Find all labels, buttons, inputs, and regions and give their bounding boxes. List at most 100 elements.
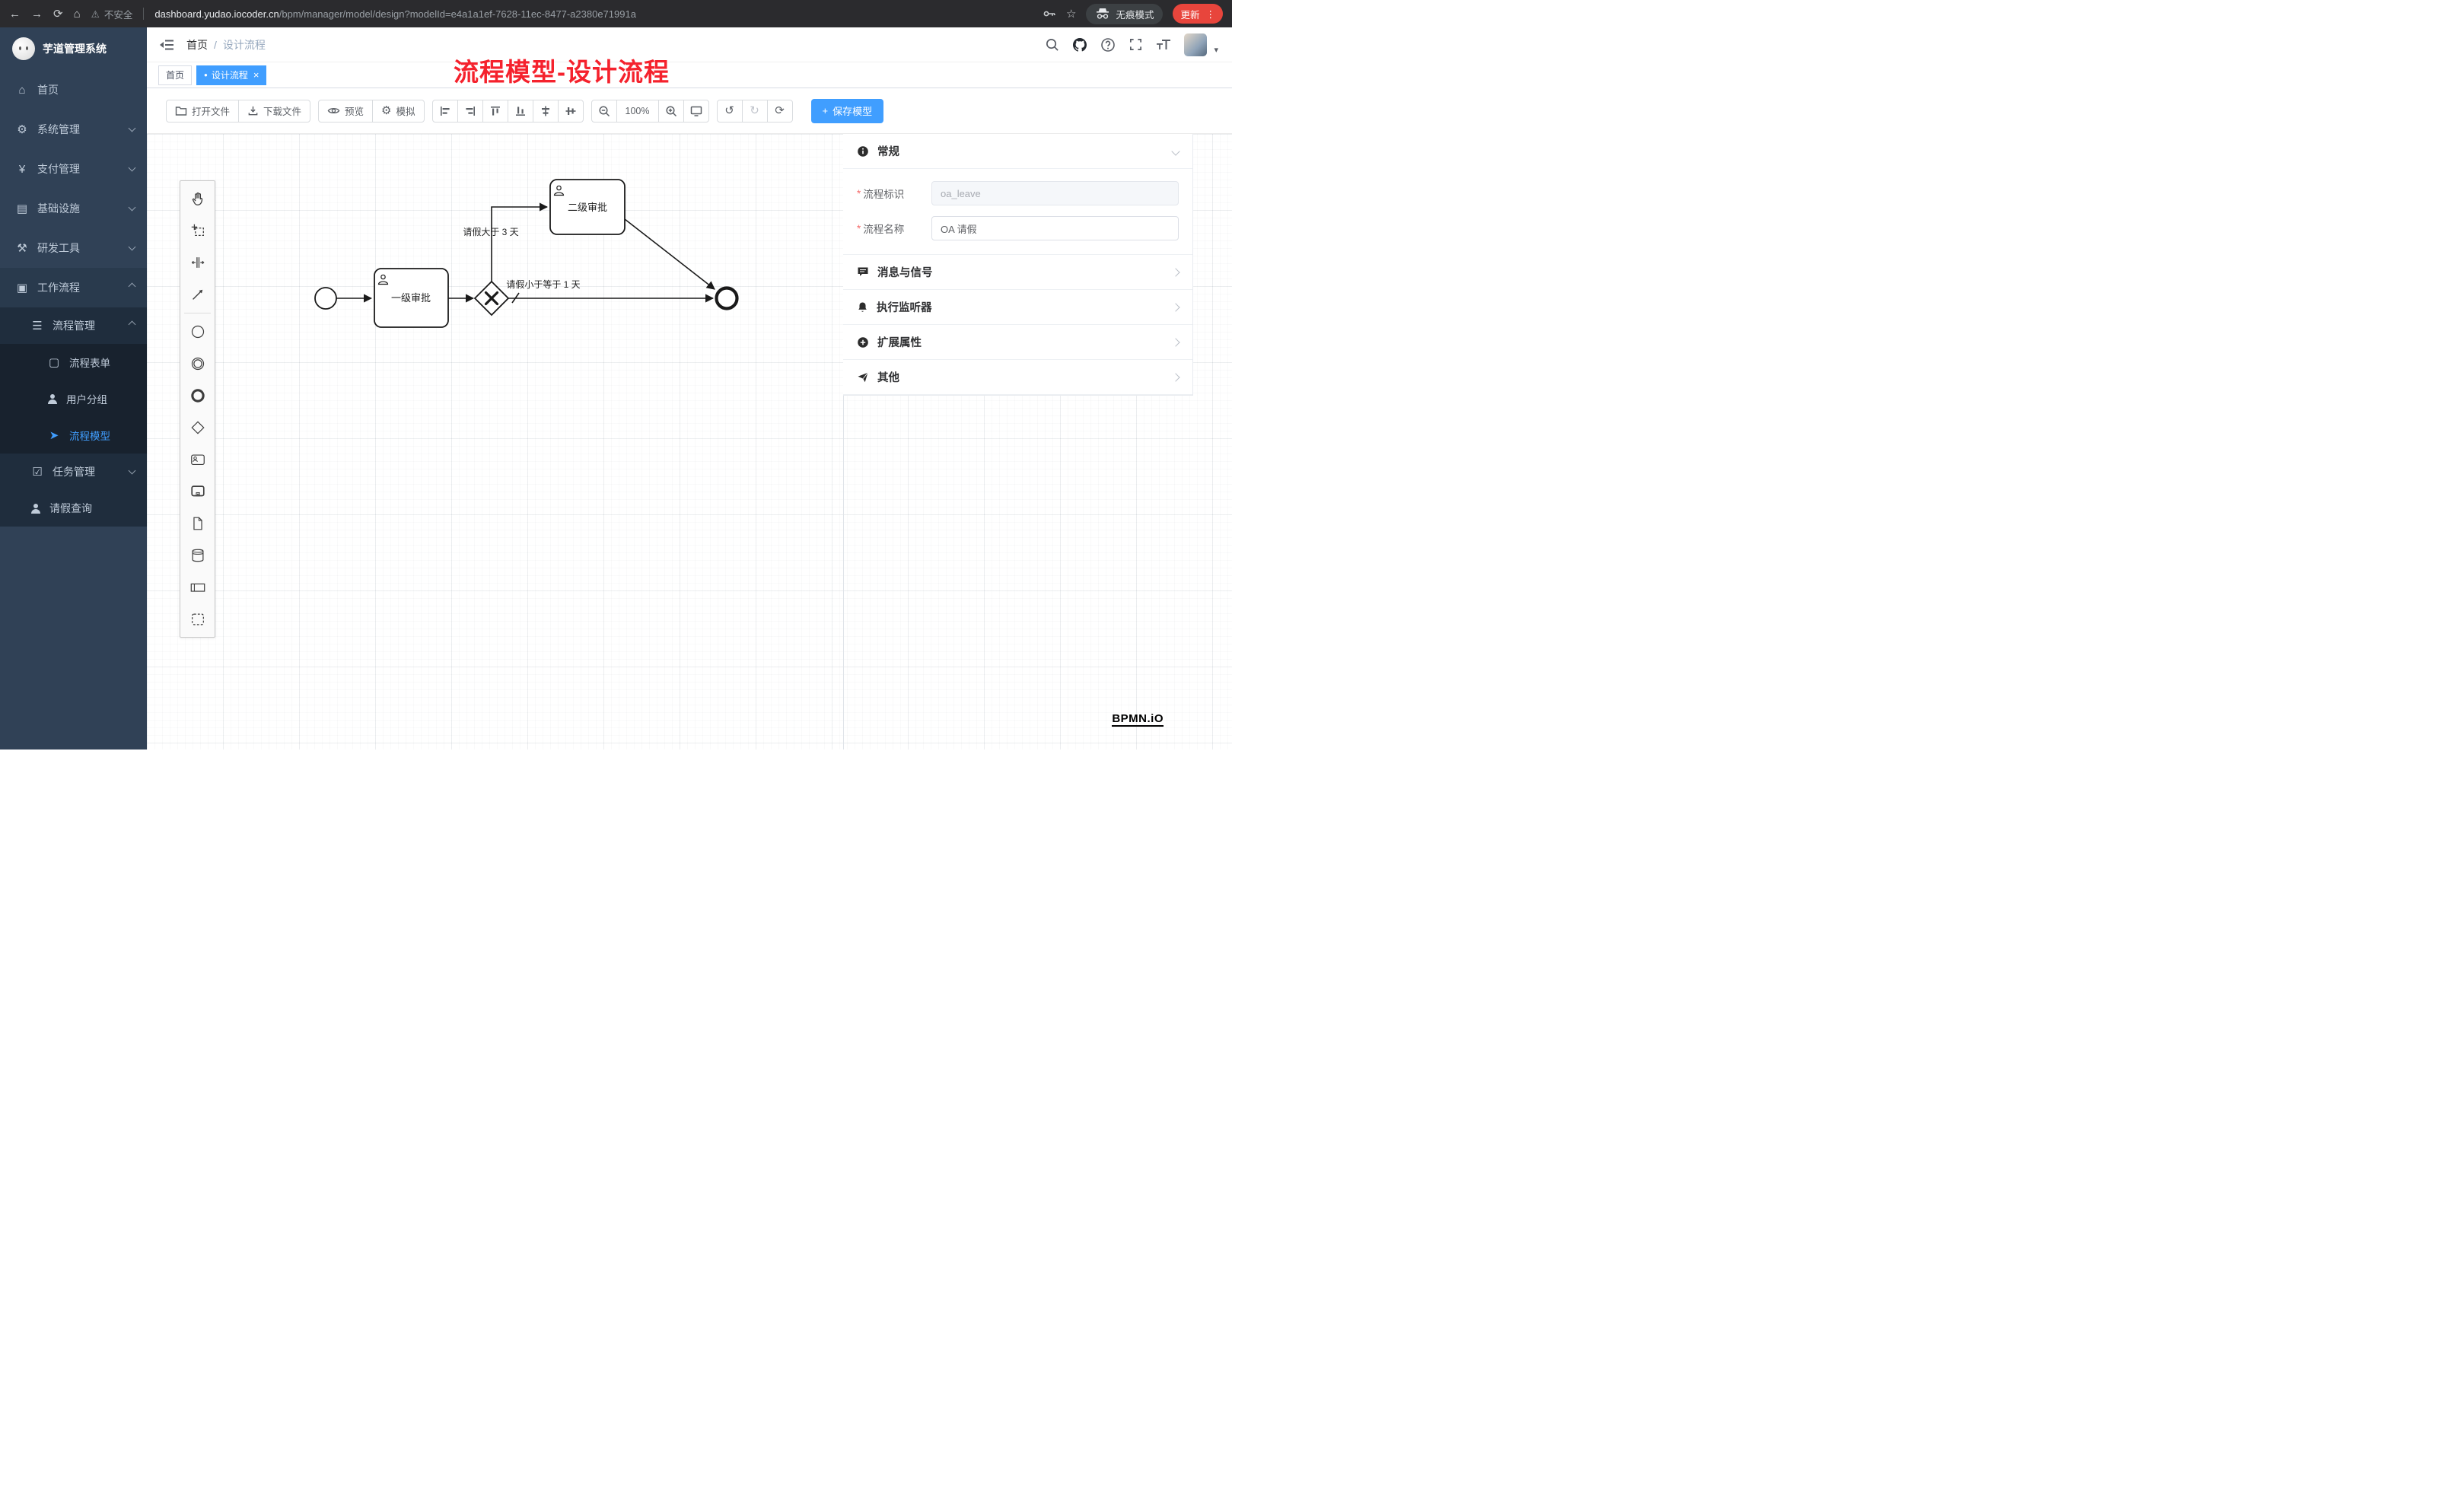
align-center-horizontal-button[interactable] [532,99,559,123]
sidebar-item-infra[interactable]: ▤ 基础设施 [0,189,147,228]
section-message-signal[interactable]: 消息与信号 [843,255,1192,290]
end-event[interactable] [715,286,739,310]
user-task-2[interactable]: 二级审批 [549,179,626,235]
eye-icon [327,108,340,113]
close-icon[interactable]: × [253,69,259,81]
section-extended-attributes[interactable]: 扩展属性 [843,325,1192,360]
browser-home-icon[interactable]: ⌂ [73,7,81,21]
start-event[interactable] [314,287,337,310]
address-bar[interactable]: dashboard.yudao.iocoder.cn /bpm/manager/… [154,8,1032,20]
sidebar-item-system[interactable]: ⚙ 系统管理 [0,110,147,149]
section-title: 消息与信号 [877,267,933,279]
chevron-right-icon [1171,302,1180,312]
download-file-button[interactable]: 下载文件 [238,99,311,123]
user-task-1[interactable]: 一级审批 [374,268,449,328]
align-bottom-button[interactable] [507,99,533,123]
field-label-text: 流程标识 [863,189,905,200]
bookmark-star-icon[interactable]: ☆ [1066,7,1077,21]
edge-label-lte1[interactable]: 请假小于等于 1 天 [506,279,580,290]
task-label: 二级审批 [568,202,607,213]
palette-hand-tool[interactable] [181,183,214,215]
preview-button[interactable]: 预览 [318,99,374,123]
palette-data-object[interactable] [181,508,214,539]
key-icon[interactable] [1043,7,1056,21]
sidebar-item-leave-query[interactable]: 请假查询 [0,490,147,527]
app-logo[interactable]: 芋道管理系统 [0,27,147,70]
browser-menu-icon[interactable]: ⋮ [1205,8,1216,20]
bpmn-diagram[interactable]: 一级审批 二级审批 [147,134,1232,750]
sidebar-item-payment[interactable]: ¥ 支付管理 [0,149,147,189]
palette-connect-tool[interactable] [181,278,214,310]
palette-lasso-tool[interactable] [181,215,214,247]
url-domain: dashboard.yudao.iocoder.cn [154,8,279,20]
browser-back-icon[interactable]: ← [9,7,21,21]
flow-gateway-to-task2[interactable] [491,202,549,282]
sidebar-item-home[interactable]: ⌂ 首页 [0,70,147,110]
align-center-horizontal-icon [541,106,549,116]
chevron-right-icon [1171,337,1180,347]
incognito-chip[interactable]: 无痕模式 [1086,3,1164,24]
palette-participant[interactable] [181,571,214,603]
bpmn-io-logo[interactable]: BPMN.iO [1112,712,1164,727]
save-model-button[interactable]: + 保存模型 [810,98,884,123]
browser-forward-icon[interactable]: → [31,7,43,21]
sidebar-item-process-model[interactable]: ➤ 流程模型 [0,417,147,454]
palette-gateway[interactable] [181,412,214,444]
sidebar-item-process-form[interactable]: ▢ 流程表单 [0,344,147,380]
section-general[interactable]: 常规 [843,134,1192,169]
palette-start-event[interactable] [181,316,214,348]
security-label: 不安全 [103,9,133,21]
logo-avatar [12,37,35,60]
sidebar-item-user-group[interactable]: 用户分组 [0,380,147,417]
section-execution-listener[interactable]: 执行监听器 [843,290,1192,325]
flow-task2-to-end[interactable] [624,218,715,290]
security-chip[interactable]: ⚠ 不安全 [91,7,133,21]
palette-data-store[interactable] [181,539,214,571]
sidebar-item-workflow[interactable]: ▣ 工作流程 [0,268,147,307]
zoom-out-button[interactable] [591,99,617,123]
avatar-caret-icon[interactable]: ▾ [1214,45,1218,55]
sidebar-item-devtools[interactable]: ⚒ 研发工具 [0,228,147,268]
tab-home[interactable]: 首页 [158,65,193,85]
breadcrumb: 首页 / 设计流程 [186,37,266,53]
browser-reload-icon[interactable]: ⟳ [53,7,63,21]
exclusive-gateway[interactable] [473,280,510,317]
palette-space-tool[interactable] [181,247,214,278]
collapse-sidebar-icon[interactable] [159,38,174,52]
zoom-level: 100% [616,99,659,123]
open-file-button[interactable]: 打开文件 [166,99,240,123]
palette-intermediate-event[interactable] [181,348,214,380]
align-center-vertical-button[interactable] [557,99,584,123]
undo-button[interactable]: ↺ [716,99,743,123]
fullscreen-icon[interactable] [1129,37,1143,52]
search-icon[interactable] [1045,37,1059,52]
palette-group[interactable] [181,603,214,635]
redo-button[interactable]: ↻ [741,99,768,123]
breadcrumb-home[interactable]: 首页 [186,38,208,51]
zoom-in-button[interactable] [657,99,684,123]
section-other[interactable]: 其他 [843,360,1192,395]
palette-end-event[interactable] [181,380,214,412]
zoom-reset-button[interactable] [683,99,709,123]
help-icon[interactable] [1100,37,1116,53]
divider [143,8,145,20]
align-right-button[interactable] [457,99,483,123]
process-name-input[interactable] [931,216,1179,240]
user-avatar[interactable] [1184,33,1208,56]
simulate-button[interactable]: ⚙ 模拟 [372,99,425,123]
align-left-button[interactable] [431,99,458,123]
sidebar-item-label: 首页 [37,84,59,96]
font-size-icon[interactable] [1156,38,1171,52]
github-icon[interactable] [1072,37,1087,53]
palette-call-activity[interactable] [181,476,214,508]
tab-design-process[interactable]: ● 设计流程 × [196,65,267,85]
edge-label-gt3[interactable]: 请假大于 3 天 [463,227,518,237]
restart-button[interactable]: ⟳ [766,99,793,123]
sidebar-item-process-mgmt[interactable]: ☰ 流程管理 [0,307,147,344]
bpmn-canvas[interactable]: 一级审批 二级审批 [147,134,1232,750]
sidebar-item-task-mgmt[interactable]: ☑ 任务管理 [0,454,147,490]
align-top-button[interactable] [482,99,508,123]
button-label: 模拟 [396,107,415,117]
palette-user-task[interactable] [181,444,214,476]
update-button[interactable]: 更新 ⋮ [1173,4,1223,24]
